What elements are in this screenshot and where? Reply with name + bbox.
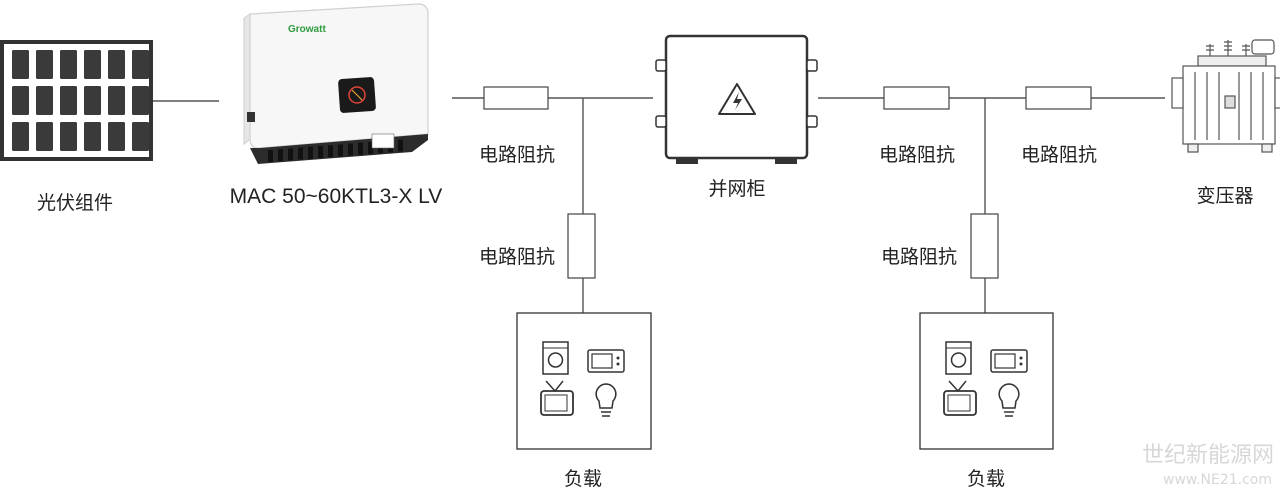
pv-label: 光伏组件	[37, 192, 113, 214]
transformer-icon	[1171, 39, 1280, 153]
pv-cell	[60, 50, 77, 79]
microwave-icon	[587, 349, 625, 373]
pv-cell	[84, 122, 101, 151]
pv-cell	[12, 50, 29, 79]
high-voltage-warning-icon	[718, 83, 756, 115]
inverter-icon: Growatt	[243, 3, 429, 164]
impedance-box-2	[567, 213, 596, 279]
heat-sink-fin	[338, 144, 343, 157]
heat-sink-fin	[358, 142, 363, 155]
heat-sink-fin	[298, 147, 303, 160]
pv-cell	[108, 50, 125, 79]
pv-cell	[60, 122, 77, 151]
heat-sink-fin	[318, 146, 323, 158]
load-label-1: 负载	[564, 468, 602, 490]
impedance-boxes	[483, 86, 1092, 279]
pv-cell	[132, 50, 149, 79]
heat-sink-fin	[348, 143, 353, 156]
impedance-box-5	[970, 213, 999, 279]
light-bulb-icon	[998, 383, 1020, 409]
pv-cell	[132, 122, 149, 151]
pv-cell	[108, 86, 125, 115]
pv-cell	[12, 122, 29, 151]
load-label-2: 负载	[967, 468, 1005, 490]
pv-cell	[36, 50, 53, 79]
watermark-name: 世纪新能源网	[1142, 443, 1274, 468]
impedance-label-2: 电路阻抗	[479, 246, 555, 268]
load-box-1	[516, 312, 652, 450]
washing-machine-icon	[945, 341, 972, 375]
pv-cell	[108, 122, 125, 151]
impedance-label-5: 电路阻抗	[881, 246, 957, 268]
heat-sink-fin	[278, 149, 283, 162]
heat-sink-fin	[398, 139, 403, 152]
heat-sink-fin	[368, 142, 373, 154]
cabinet-label: 并网柜	[708, 178, 765, 200]
pv-cell	[36, 86, 53, 115]
watermark-url: www.NE21.com	[1163, 472, 1272, 488]
heat-sink-fin	[328, 145, 333, 158]
heat-sink-fin	[288, 148, 293, 161]
microwave-icon	[990, 349, 1028, 373]
light-bulb-icon	[595, 383, 617, 409]
impedance-label-3: 电路阻抗	[879, 144, 955, 166]
impedance-box-3	[883, 86, 950, 110]
grid-cabinet-icon	[655, 34, 818, 164]
pv-cell	[60, 86, 77, 115]
impedance-box-4	[1025, 86, 1092, 110]
pv-cell	[84, 50, 101, 79]
impedance-label-1: 电路阻抗	[479, 144, 555, 166]
impedance-label-4: 电路阻抗	[1021, 144, 1097, 166]
pv-panel-icon	[0, 40, 153, 161]
inverter-brand-logo: Growatt	[288, 24, 326, 35]
heat-sink-fin	[308, 146, 313, 159]
transformer-label: 变压器	[1196, 185, 1253, 207]
inverter-model-label: MAC 50~60KTL3-X LV	[230, 185, 443, 208]
heat-sink-fin	[268, 150, 273, 162]
pv-cell	[84, 86, 101, 115]
washing-machine-icon	[542, 341, 569, 375]
pv-cell	[36, 122, 53, 151]
load-box-2	[919, 312, 1054, 450]
pv-cell	[132, 86, 149, 115]
impedance-box-1	[483, 86, 549, 110]
pv-cell	[12, 86, 29, 115]
